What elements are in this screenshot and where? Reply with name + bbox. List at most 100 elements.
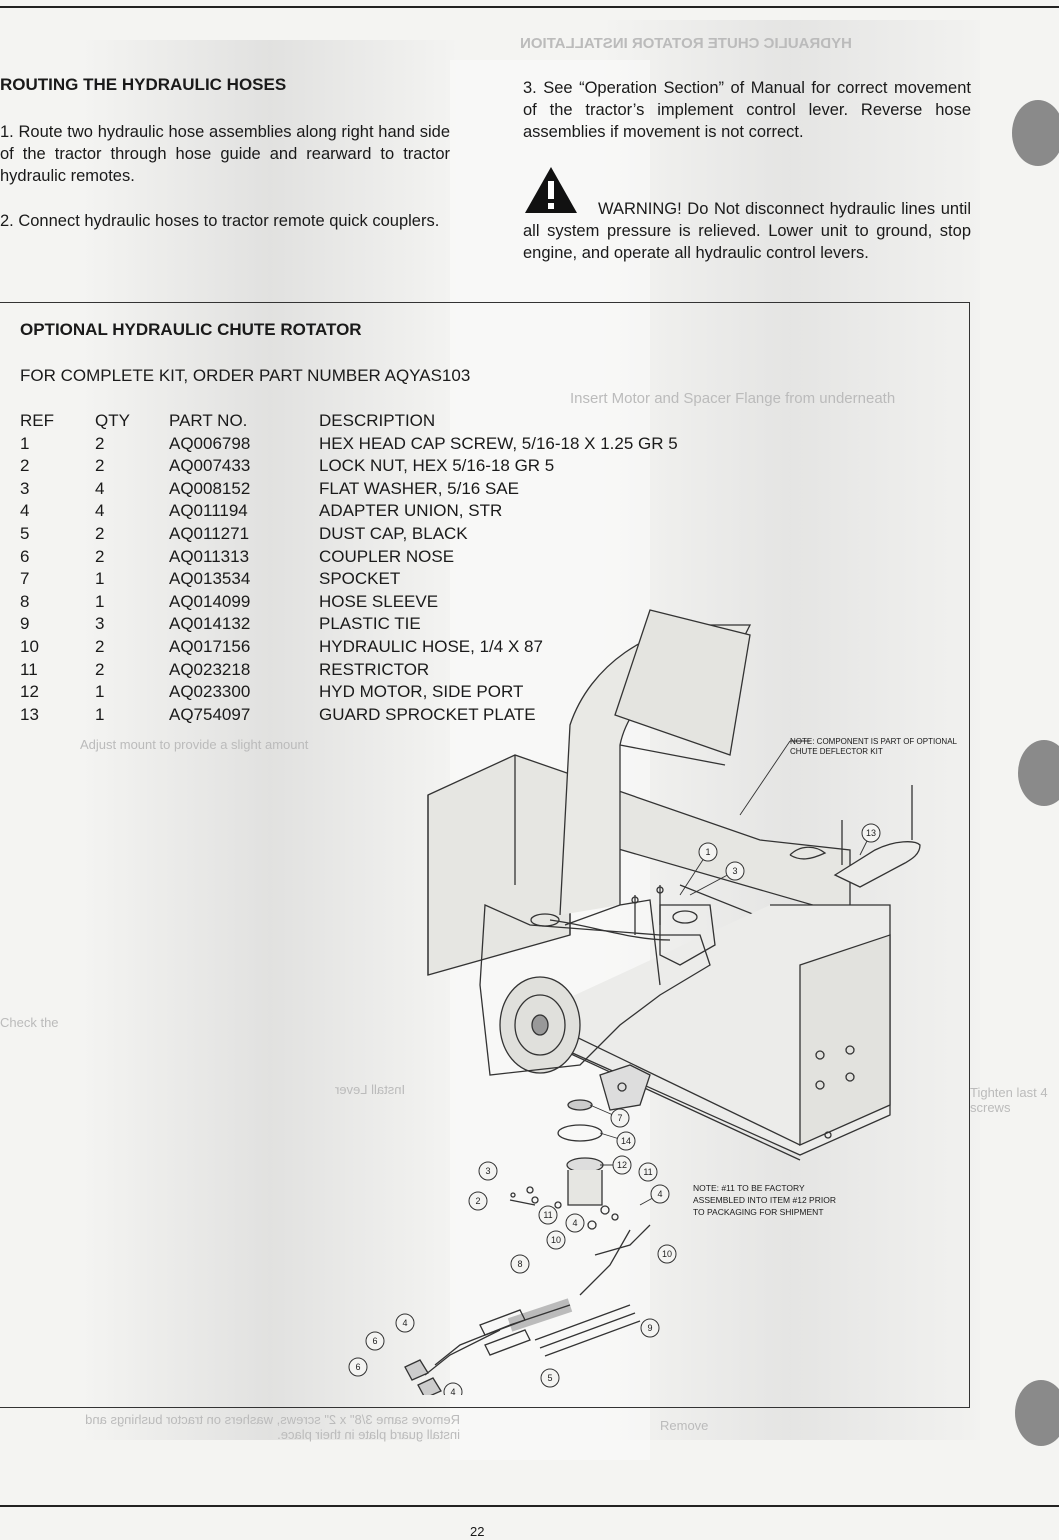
callout-label: 11 [543, 1210, 552, 1220]
plastic-ties [534, 1304, 641, 1357]
header-part-no: PART NO. [169, 411, 248, 430]
binder-punch-hole [1018, 740, 1059, 806]
routing-step-1: 1. Route two hydraulic hose assemblies a… [0, 123, 450, 185]
ref-cell: 2 [20, 456, 30, 476]
header-ref: REF [20, 411, 54, 430]
warning-text-content: WARNING! Do Not disconnect hydraulic lin… [523, 200, 971, 262]
ref-cell: 5 [20, 523, 30, 543]
qty-cell: 2 [95, 523, 105, 543]
description-cell: SPOCKET [319, 569, 401, 589]
part-no-cell: AQ023300 [169, 682, 251, 702]
callout-label: 4 [402, 1318, 407, 1328]
bleed-through-text: Remove [660, 1418, 709, 1433]
part-no-cell: AQ023218 [169, 659, 251, 679]
qty-cell: 2 [95, 456, 105, 476]
bleed-through-text: Adjust mount to provide a slight amount [80, 737, 309, 752]
ref-cell: 11 [20, 659, 38, 679]
description-cell: RESTRICTOR [319, 659, 430, 679]
hydraulic-hoses [424, 1186, 651, 1376]
header-qty: QTY [95, 411, 130, 430]
part-no-cell: AQ017156 [169, 636, 251, 656]
callout-label: 2 [475, 1196, 480, 1206]
callout-label: 5 [547, 1373, 552, 1383]
description-cell: ADAPTER UNION, STR [319, 501, 503, 521]
qty-cell: 1 [95, 591, 105, 611]
table-row: 10 2 AQ017156 HYDRAULIC HOSE, 1/4 X 87 [20, 636, 678, 659]
description-cell: PLASTIC TIE [319, 614, 421, 634]
callout-label: 1 [705, 847, 710, 857]
top-rule [0, 6, 1059, 8]
ref-cell: 7 [20, 569, 30, 589]
routing-step-2: 2. Connect hydraulic hoses to tractor re… [0, 212, 440, 230]
qty-cell: 2 [95, 659, 105, 679]
bottom-rule [0, 1505, 1059, 1507]
callout-label: 9 [647, 1323, 652, 1333]
table-row: 1 2 AQ006798 HEX HEAD CAP SCREW, 5/16-18 X … [20, 433, 678, 456]
bleed-through-text: Check the [0, 1015, 59, 1030]
bleed-through-text: Insert Motor and Spacer Flange from unde… [570, 390, 896, 407]
table-row: 11 2 AQ023218 RESTRICTOR [20, 659, 678, 682]
qty-cell: 4 [95, 478, 105, 498]
table-row: 6 2 AQ011313 COUPLER NOSE [20, 546, 678, 569]
part-no-cell: AQ007433 [169, 456, 251, 476]
part-no-cell: AQ008152 [169, 478, 251, 498]
hyd-motor-stack [554, 1099, 619, 1230]
chute-gear [479, 904, 711, 1076]
bleed-through-header: HYDRAULIC CHUTE ROTATOR INSTALLATION [520, 35, 852, 52]
callout-label: 8 [517, 1259, 522, 1269]
description-cell: HOSE SLEEVE [319, 591, 439, 611]
qty-cell: 1 [95, 682, 105, 702]
header-description: DESCRIPTION [319, 411, 436, 430]
qty-cell: 2 [95, 636, 105, 656]
note-factory-assembled: NOTE: #11 TO BE FACTORY ASSEMBLED INTO I… [693, 1183, 836, 1217]
part-no-cell: AQ014132 [169, 614, 251, 634]
callout-labels: 1 3 13 7 14 12 11 4 3 2 11 4 10 10 8 9 4… [355, 828, 876, 1395]
callout-label: 14 [621, 1136, 631, 1146]
ref-cell: 13 [20, 704, 39, 724]
callout-label: 11 [643, 1167, 652, 1177]
sprocket-plate [631, 885, 716, 966]
part-no-cell: AQ013534 [169, 569, 251, 589]
callout-label: 3 [732, 866, 737, 876]
description-cell: HEX HEAD CAP SCREW, 5/16-18 X 1.25 GR 5 [319, 433, 678, 453]
callout-label: 6 [372, 1336, 377, 1346]
part-no-cell: AQ011271 [169, 523, 250, 543]
part-no-cell: AQ011313 [169, 546, 250, 566]
ref-cell: 10 [20, 636, 39, 656]
callout-label: 4 [657, 1189, 662, 1199]
ref-cell: 12 [20, 682, 39, 702]
kit-box [0, 302, 970, 1408]
qty-cell: 3 [95, 614, 105, 634]
part-no-cell: AQ011194 [169, 501, 248, 521]
warning-text: WARNING! Do Not disconnect hydraulic lin… [523, 198, 971, 264]
callout-label: 13 [866, 828, 876, 838]
callout-label: 4 [572, 1218, 577, 1228]
callout-label: 10 [662, 1249, 672, 1259]
qty-cell: 2 [95, 433, 105, 453]
ref-cell: 8 [20, 591, 30, 611]
description-cell: HYDRAULIC HOSE, 1/4 X 87 [319, 636, 543, 656]
callout-label: 12 [617, 1160, 627, 1170]
description-cell: COUPLER NOSE [319, 546, 455, 566]
binder-punch-hole [1015, 1380, 1059, 1446]
table-row: 8 1 AQ014099 HOSE SLEEVE [20, 591, 678, 614]
bleed-through-text: Tighten last 4 screws [970, 1085, 1048, 1115]
qty-cell: 2 [95, 546, 105, 566]
routing-heading: ROUTING THE HYDRAULIC HOSES [0, 75, 287, 94]
part-no-cell: AQ014099 [169, 591, 251, 611]
ref-cell: 1 [20, 433, 30, 453]
ref-cell: 4 [20, 501, 30, 521]
description-cell: FLAT WASHER, 5/16 SAE [319, 478, 519, 498]
qty-cell: 4 [95, 501, 105, 521]
callout-label: 7 [617, 1113, 622, 1123]
callout-circles [348, 823, 881, 1395]
callout-label: 3 [485, 1166, 490, 1176]
description-cell: GUARD SPROCKET PLATE [319, 704, 536, 724]
ref-cell: 6 [20, 546, 30, 566]
part-no-cell: AQ006798 [169, 433, 251, 453]
